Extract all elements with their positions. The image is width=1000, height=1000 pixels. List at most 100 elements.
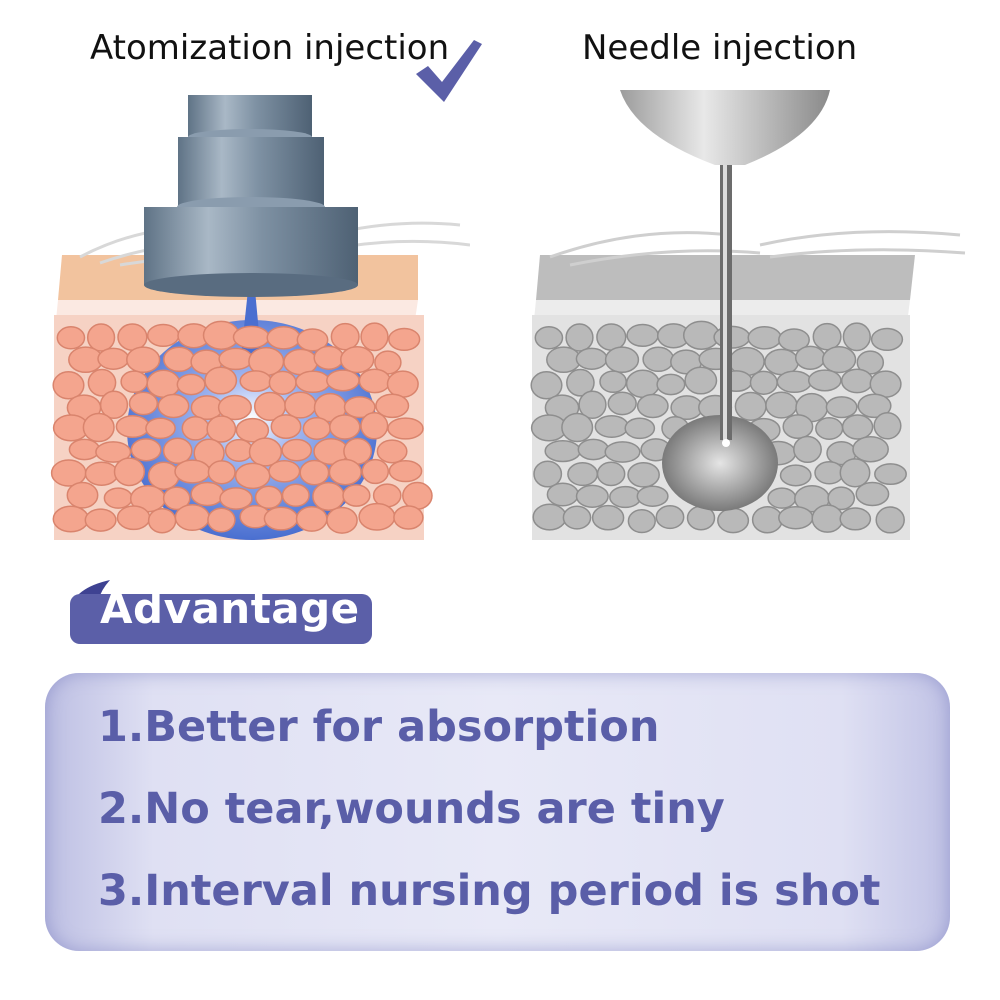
tissue-cell: [776, 370, 813, 394]
tissue-cell: [642, 346, 675, 373]
tissue-cell: [807, 369, 842, 392]
tissue-cell: [204, 366, 238, 395]
tissue-cell: [869, 370, 902, 398]
tissue-cell: [533, 460, 563, 488]
tissue-cell: [295, 505, 328, 532]
tissue-cell: [794, 345, 826, 370]
tissue-cell: [295, 370, 331, 394]
tissue-cell: [841, 414, 874, 440]
tissue-cell: [117, 323, 148, 351]
tissue-cell: [146, 369, 181, 399]
tissue-cell: [874, 463, 907, 486]
tissue-cell: [778, 505, 814, 530]
atomization-injection-heading: Atomization injection: [90, 28, 450, 68]
tissue-cell: [393, 505, 424, 530]
tissue-cell: [219, 487, 253, 510]
tissue-cell: [190, 481, 225, 507]
tissue-cell: [97, 347, 130, 370]
tissue-cell: [99, 390, 129, 420]
tissue-cell: [224, 438, 254, 462]
tissue-cell: [388, 327, 421, 352]
tissue-cell: [358, 502, 396, 531]
tissue-cell: [577, 438, 610, 461]
tissue-cell: [174, 459, 211, 484]
tissue-cell: [779, 464, 812, 487]
tissue-cell: [546, 346, 582, 374]
tissue-cell: [873, 412, 902, 440]
tissue-cell: [84, 508, 117, 532]
tissue-cell: [388, 459, 423, 483]
tissue-cell: [146, 323, 180, 348]
tissue-cell: [596, 323, 627, 351]
tissue-cell: [402, 481, 433, 510]
tissue-cell: [270, 414, 302, 440]
tissue-cell: [206, 415, 237, 443]
tissue-cell: [561, 412, 594, 443]
tissue-cell: [607, 391, 637, 416]
tissue-cell: [840, 368, 874, 394]
tissue-cell: [342, 484, 371, 507]
tissue-cell: [627, 461, 660, 488]
tissue-cell: [670, 395, 704, 421]
tissue-cell: [281, 438, 313, 462]
tissue-cell: [827, 486, 856, 511]
tissue-cell: [176, 373, 206, 396]
tissue-cell: [235, 417, 270, 443]
tissue-cell: [330, 322, 360, 351]
tissue-cell: [162, 437, 193, 465]
tissue-cell: [328, 458, 362, 486]
atomization-skin-illustration: [50, 95, 470, 540]
tissue-cell: [248, 437, 283, 467]
needle-injection-heading: Needle injection: [582, 28, 858, 68]
tissue-cell: [636, 485, 669, 507]
tissue-cell: [302, 417, 331, 440]
tissue-cell: [376, 439, 408, 464]
tissue-cell: [609, 485, 642, 509]
tissue-cell: [157, 393, 190, 419]
tissue-cell: [655, 505, 685, 530]
tissue-cell: [656, 373, 686, 396]
tissue-cell: [565, 323, 594, 352]
tissue-cell: [299, 459, 330, 486]
tissue-cell: [218, 347, 254, 371]
advantage-tab: [70, 580, 372, 644]
tissue-cell: [749, 370, 778, 395]
tissue-cell: [326, 506, 358, 534]
tissue-cell: [375, 393, 410, 419]
tissue-cell: [575, 484, 609, 508]
tissue-cell: [751, 506, 783, 534]
tissue-cell: [232, 325, 270, 349]
tissue-cell: [239, 370, 272, 393]
tissue-cell: [767, 487, 797, 509]
tissue-cell: [84, 461, 119, 486]
tissue-cell: [113, 457, 146, 487]
advantages-panel: [45, 673, 950, 951]
tissue-cell: [594, 415, 629, 438]
tissue-cell: [625, 369, 660, 399]
tissue-cell: [544, 439, 581, 463]
tissue-cell: [68, 438, 101, 461]
tissue-cell: [839, 458, 871, 488]
tissue-cell: [386, 370, 419, 398]
tissue-cell: [530, 371, 563, 400]
tissue-cell: [312, 481, 345, 511]
tissue-cell: [604, 346, 640, 374]
tissue-cell: [839, 507, 872, 531]
tissue-cell: [130, 438, 162, 462]
tissue-cell: [821, 345, 857, 374]
tissue-cell: [875, 506, 905, 534]
tissue-cell: [361, 458, 390, 485]
tissue-cell: [360, 412, 389, 440]
tissue-cell: [329, 414, 361, 440]
tissue-cell: [532, 503, 567, 531]
tissue-cell: [115, 415, 150, 438]
tissue-cell: [126, 346, 161, 374]
tissue-cell: [181, 415, 210, 441]
needle-skin-illustration: [530, 90, 966, 540]
tissue-cell: [811, 504, 844, 533]
tissue-cell: [793, 435, 822, 464]
tissue-cell: [717, 507, 750, 534]
tissue-cell: [268, 370, 297, 395]
tissue-cell: [852, 435, 889, 463]
tissue-cell: [86, 323, 116, 352]
